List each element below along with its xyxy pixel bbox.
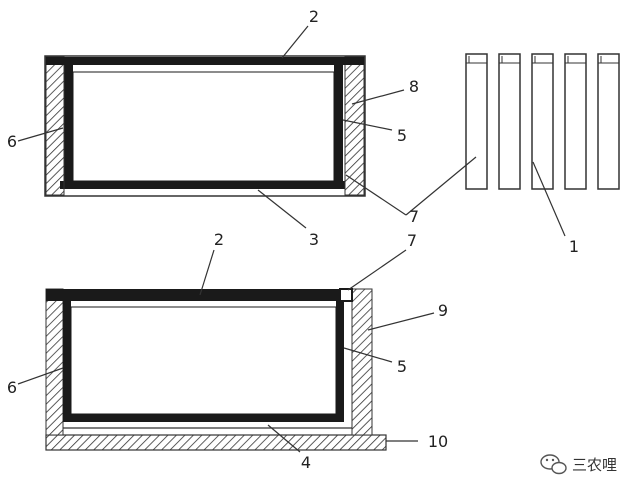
label-7-bottom: 7 xyxy=(407,231,417,250)
strip-group xyxy=(465,53,620,190)
watermark: 三农哩 xyxy=(540,454,617,475)
top-bottom-bar xyxy=(60,181,345,189)
bottom-base-plate xyxy=(45,434,387,451)
label-7-top: 7 xyxy=(409,207,419,226)
label-10: 10 xyxy=(428,432,448,451)
bottom-inner-panel xyxy=(70,306,337,415)
label-5-top: 5 xyxy=(397,126,407,145)
watermark-text: 三农哩 xyxy=(572,456,617,474)
bottom-frame-assembly xyxy=(45,288,387,451)
label-4: 4 xyxy=(301,453,311,472)
labels: 2 8 5 6 3 7 1 2 7 9 5 6 10 4 xyxy=(7,7,579,472)
strip xyxy=(597,53,620,190)
bottom-bottom-bar xyxy=(63,414,344,422)
bottom-right-inner-wall xyxy=(336,301,344,422)
top-frame-outline xyxy=(44,55,366,197)
bottom-right-post xyxy=(351,288,373,436)
label-3: 3 xyxy=(309,230,319,249)
top-frame-assembly xyxy=(44,55,366,197)
top-left-post xyxy=(45,56,65,196)
strip xyxy=(531,53,554,190)
label-8: 8 xyxy=(409,77,419,96)
label-2-top: 2 xyxy=(309,7,319,26)
label-6-top: 6 xyxy=(7,132,17,151)
bottom-top-bar xyxy=(46,289,352,301)
label-2-bottom: 2 xyxy=(214,230,224,249)
bottom-right-cap xyxy=(339,288,353,302)
bottom-left-post xyxy=(45,288,64,436)
top-inner-panel xyxy=(72,71,335,182)
strip xyxy=(564,53,587,190)
bottom-left-inner-wall xyxy=(63,301,71,422)
top-top-bar xyxy=(46,57,364,65)
top-right-inner-wall xyxy=(334,65,343,189)
wechat-icon xyxy=(540,454,567,475)
label-5-bottom: 5 xyxy=(397,357,407,376)
leader-lines xyxy=(17,25,566,453)
label-1: 1 xyxy=(569,237,579,256)
label-6-bottom: 6 xyxy=(7,378,17,397)
strip xyxy=(465,53,488,190)
strip xyxy=(498,53,521,190)
top-right-post xyxy=(344,56,365,196)
label-9: 9 xyxy=(438,301,448,320)
top-left-inner-wall xyxy=(64,65,73,189)
